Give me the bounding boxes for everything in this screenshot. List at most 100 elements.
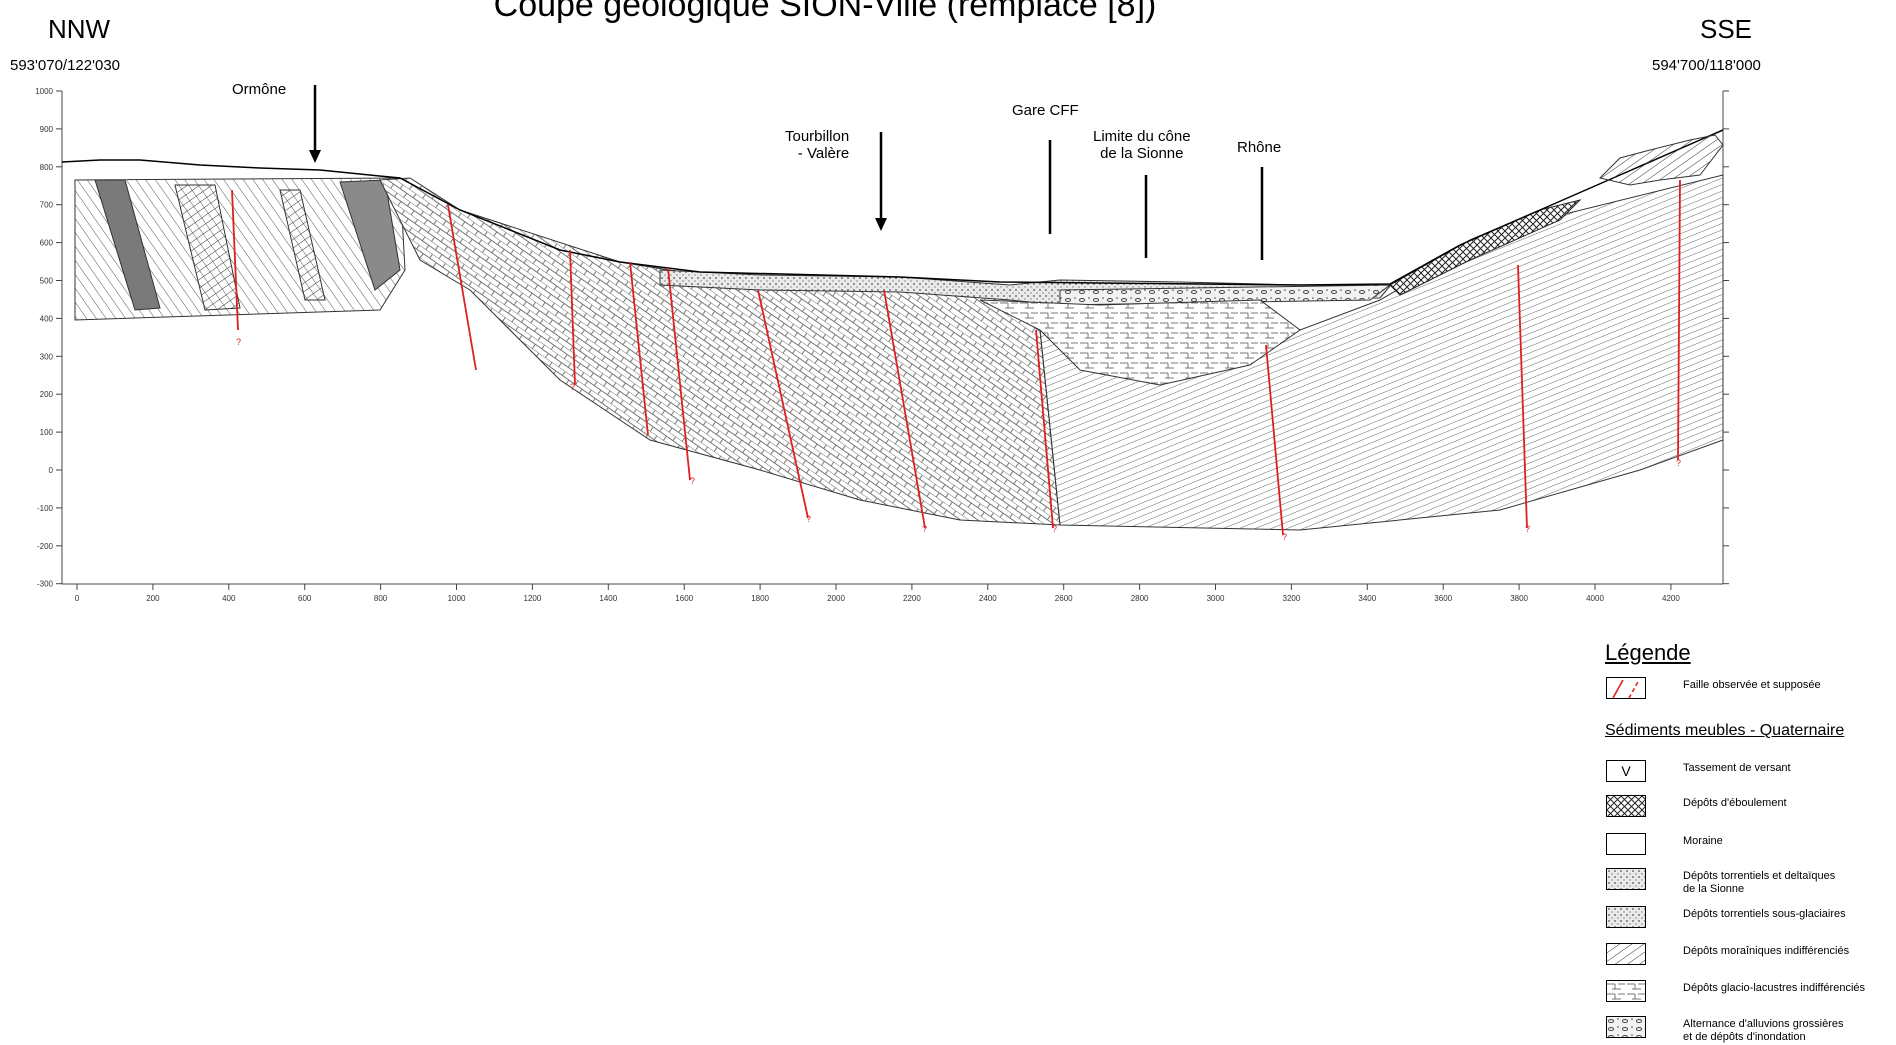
topographic-surface <box>61 129 1724 286</box>
quaternary-glaciolacustrine <box>979 299 1301 386</box>
y-tick-label: 600 <box>40 239 54 248</box>
legend-swatch-3 <box>1606 833 1646 855</box>
fault-6 <box>757 289 809 519</box>
y-axis-ticks: 10009008007006005004003002001000-100-200… <box>35 87 1729 589</box>
legend-swatch-8 <box>1606 1016 1646 1038</box>
fault-7 <box>883 289 926 529</box>
legend-subtitle: Sédiments meubles - Quaternaire <box>1605 722 1845 739</box>
fault-marker-6: ? <box>1052 524 1057 534</box>
rock-diag-band-4 <box>279 189 326 301</box>
fault-marker-2: ? <box>570 382 575 392</box>
ormone-arrowhead <box>309 150 321 163</box>
diagram-title: Coupe géologique SION-Ville (remplace [8… <box>493 0 1157 24</box>
right-slope-blocks <box>1599 134 1724 186</box>
x-tick-label: 800 <box>374 594 388 603</box>
fault-marker-4: ? <box>806 514 811 524</box>
y-tick-label: 0 <box>49 466 54 475</box>
fault-marker-3: ? <box>690 476 695 486</box>
x-tick-label: 400 <box>222 594 236 603</box>
annotation-rhone: Rhône <box>1237 139 1282 156</box>
legend-swatch-5 <box>1606 906 1646 928</box>
x-tick-label: 3600 <box>1434 594 1452 603</box>
legend-swatch-1: V <box>1606 760 1646 782</box>
y-tick-label: 1000 <box>35 87 53 96</box>
legend-swatch-4 <box>1606 868 1646 890</box>
y-tick-label: 500 <box>40 277 54 286</box>
legend-label-5: Dépôts torrentiels sous-glaciaires <box>1683 908 1846 920</box>
fault-8 <box>1035 329 1054 529</box>
direction-right-label: SSE <box>1700 14 1753 44</box>
fault-marker-1: ? <box>236 337 241 347</box>
rock-diag-band-3 <box>174 184 241 311</box>
quaternary-gravel-layer <box>1059 284 1392 306</box>
legend-label-fault: Faille observée et supposée <box>1683 679 1821 691</box>
fault-marker-8: ? <box>1525 524 1530 534</box>
fault-9 <box>1265 344 1284 536</box>
y-tick-label: 900 <box>40 125 54 134</box>
fault-marker-9: ? <box>1676 458 1681 468</box>
y-tick-label: 200 <box>40 390 54 399</box>
legend-label-3: Moraine <box>1683 835 1723 847</box>
legend-swatch-2 <box>1606 795 1646 817</box>
x-tick-label: 2200 <box>903 594 921 603</box>
fault-2 <box>447 204 477 371</box>
rock-dark-band-2 <box>339 179 401 291</box>
x-tick-label: 2800 <box>1131 594 1149 603</box>
x-tick-label: 1000 <box>448 594 466 603</box>
fault-4 <box>629 261 649 436</box>
y-tick-label: -200 <box>37 542 54 551</box>
x-tick-label: 1200 <box>524 594 542 603</box>
y-tick-label: -300 <box>37 580 54 589</box>
y-tick-label: 300 <box>40 352 54 361</box>
legend-title: Légende <box>1605 640 1691 665</box>
coordinate-left: 593'070/122'030 <box>10 57 121 74</box>
fault-1 <box>231 189 239 331</box>
x-tick-label: 3200 <box>1283 594 1301 603</box>
x-tick-label: 3000 <box>1207 594 1225 603</box>
annotation-gare: Gare CFF <box>1012 102 1079 119</box>
x-tick-label: 2400 <box>979 594 997 603</box>
y-tick-label: 100 <box>40 428 54 437</box>
x-tick-label: 600 <box>298 594 312 603</box>
coordinate-right: 594'700/118'000 <box>1652 57 1761 74</box>
rock-unit-brick-limestone <box>379 177 1061 526</box>
x-tick-label: 1600 <box>675 594 693 603</box>
y-tick-label: 700 <box>40 201 54 210</box>
legend-label-6: Dépôts moraîniques indifférenciés <box>1683 945 1850 957</box>
x-tick-label: 0 <box>75 594 80 603</box>
annotation-tourbillon: Tourbillon - Valère <box>785 128 850 162</box>
rock-unit-left-hatched <box>74 177 406 321</box>
x-tick-label: 3400 <box>1358 594 1376 603</box>
legend-swatch-7 <box>1606 980 1646 1002</box>
x-tick-label: 3800 <box>1510 594 1528 603</box>
fault-10 <box>1517 264 1528 529</box>
x-tick-label: 4200 <box>1662 594 1680 603</box>
legend-label-7: Dépôts glacio-lacustres indifférenciés <box>1683 982 1865 994</box>
legend-label-1: Tassement de versant <box>1683 762 1791 774</box>
x-tick-label: 2600 <box>1055 594 1073 603</box>
fault-11 <box>1677 179 1681 461</box>
fault-markers: ? ? ? ? ? ? ? ? ? <box>236 337 1681 542</box>
fault-marker-7: ? <box>1282 532 1287 542</box>
y-tick-label: -100 <box>37 504 54 513</box>
x-tick-label: 2000 <box>827 594 845 603</box>
legend-label-8: Alternance d'alluvions grossières et de … <box>1683 1018 1844 1043</box>
legend-label-4: Dépôts torrentiels et deltaïques de la S… <box>1683 870 1836 895</box>
fault-5 <box>667 267 691 481</box>
legend-swatch-6 <box>1606 943 1646 965</box>
legend-label-2: Dépôts d'éboulement <box>1683 797 1787 809</box>
x-tick-label: 1800 <box>751 594 769 603</box>
x-tick-label: 200 <box>146 594 160 603</box>
y-tick-label: 800 <box>40 163 54 172</box>
fault-legend-icon <box>1606 677 1646 699</box>
direction-left-label: NNW <box>48 14 111 44</box>
annotation-ormone: Ormône <box>232 81 287 98</box>
rock-dark-band-1 <box>94 179 161 311</box>
annotation-pointers <box>309 85 1264 260</box>
y-tick-label: 400 <box>40 314 54 323</box>
fault-lines <box>231 179 1681 536</box>
fault-3 <box>569 249 576 386</box>
x-tick-label: 4000 <box>1586 594 1604 603</box>
